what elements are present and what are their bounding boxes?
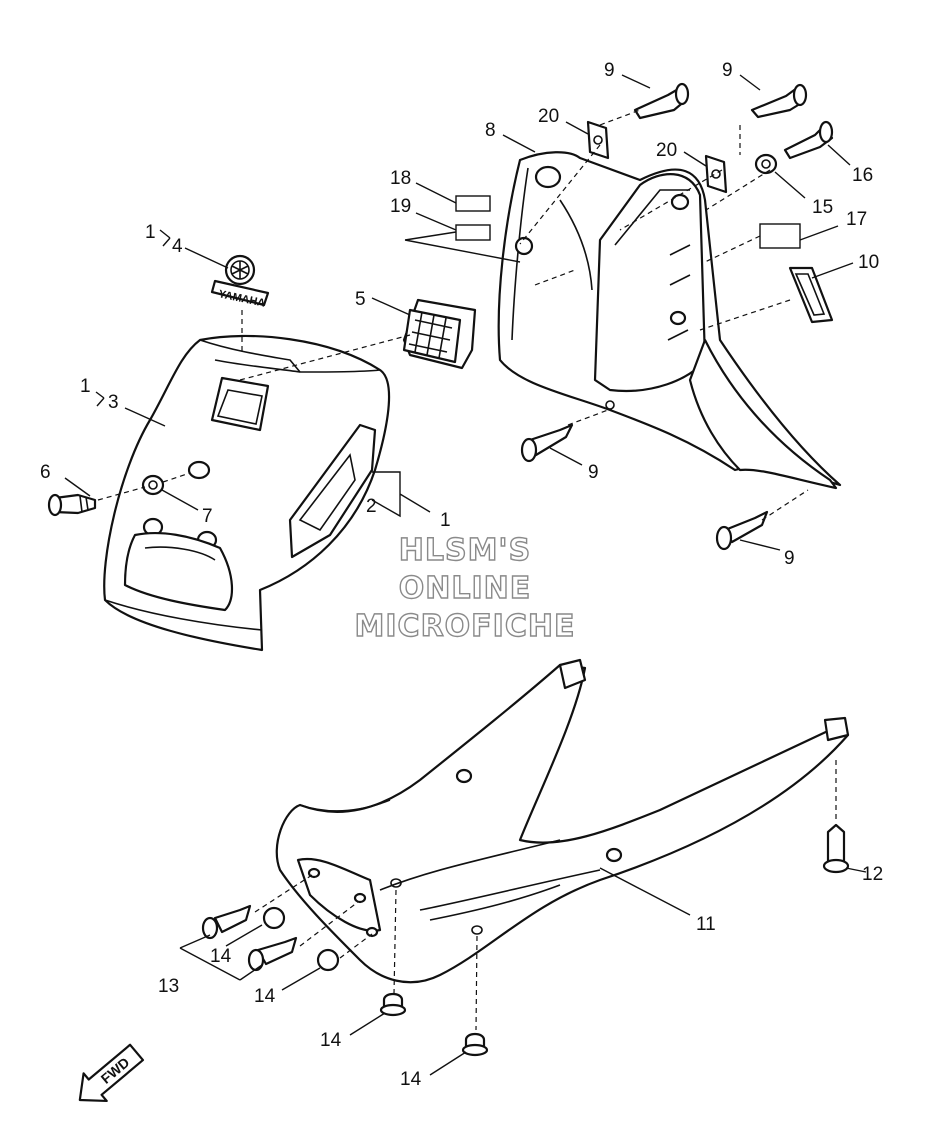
callout-1: 1 — [145, 222, 156, 243]
rubber-10 — [788, 266, 834, 324]
callout-3: 3 — [108, 392, 119, 413]
callout-2: 2 — [366, 496, 377, 517]
grommet-14b — [316, 948, 340, 972]
screw-9a — [633, 82, 690, 120]
callout-16: 16 — [852, 165, 873, 186]
watermark-line-3: MICROFICHE — [355, 609, 576, 644]
watermark-line-1: HLSM'S — [399, 533, 531, 568]
screw-13b — [247, 936, 298, 972]
callout-7: 7 — [202, 506, 213, 527]
watermark-line-2: ONLINE — [399, 571, 532, 606]
washer-15 — [754, 153, 778, 175]
callout-9: 9 — [604, 60, 615, 81]
callout-15: 15 — [812, 197, 833, 218]
lower-cover — [275, 658, 850, 984]
callout-10: 10 — [858, 252, 879, 273]
label-18 — [455, 195, 491, 212]
grille — [402, 298, 477, 370]
callout-1: 1 — [80, 376, 91, 397]
leg-shield — [497, 151, 842, 490]
bracket-1-4 — [159, 229, 171, 247]
nut-20b — [704, 154, 728, 194]
callout-5: 5 — [355, 289, 366, 310]
leader-lines — [64, 74, 867, 1076]
yamaha-emblem: YAMAHA — [210, 254, 270, 310]
callout-9: 9 — [588, 462, 599, 483]
watermark: HLSM'S ONLINE MICROFICHE — [354, 532, 576, 644]
callout-17: 17 — [846, 209, 867, 230]
callout-19: 19 — [390, 196, 411, 217]
callout-14: 14 — [210, 946, 232, 967]
callout-9: 9 — [722, 60, 733, 81]
assembly-lines — [97, 109, 837, 1031]
label-17 — [759, 223, 801, 249]
screw-13a — [201, 904, 252, 940]
callout-13: 13 — [158, 976, 179, 997]
callout-20: 20 — [538, 106, 559, 127]
washer-7 — [141, 474, 165, 496]
callout-14: 14 — [320, 1030, 342, 1051]
screw-9b — [750, 83, 808, 119]
screw-9c — [520, 423, 574, 463]
screw-9d — [715, 510, 769, 551]
callout-14: 14 — [400, 1069, 422, 1090]
screw-16 — [783, 120, 834, 160]
callout-9: 9 — [784, 548, 795, 569]
label-19 — [455, 224, 491, 241]
callout-20: 20 — [656, 140, 677, 161]
callouts: 1 4 1 3 5 6 7 2 1 8 9 9 20 20 18 19 16 1… — [40, 60, 883, 1090]
callout-4: 4 — [172, 236, 183, 257]
nut-20a — [586, 120, 610, 160]
callout-8: 8 — [485, 120, 496, 141]
grommet-14d — [461, 1032, 489, 1057]
grommet-14c — [379, 992, 407, 1017]
fwd-arrow-icon: FWD — [78, 1043, 145, 1103]
screw-12 — [822, 823, 850, 874]
callout-1: 1 — [440, 510, 451, 531]
callout-11: 11 — [696, 914, 716, 935]
screw-6 — [47, 493, 97, 517]
callout-12: 12 — [862, 864, 883, 885]
bracket-1-3 — [95, 391, 105, 407]
grommet-14a — [262, 906, 286, 930]
callout-6: 6 — [40, 462, 51, 483]
callout-18: 18 — [390, 168, 411, 189]
front-cover — [103, 334, 391, 652]
callout-14: 14 — [254, 986, 276, 1007]
